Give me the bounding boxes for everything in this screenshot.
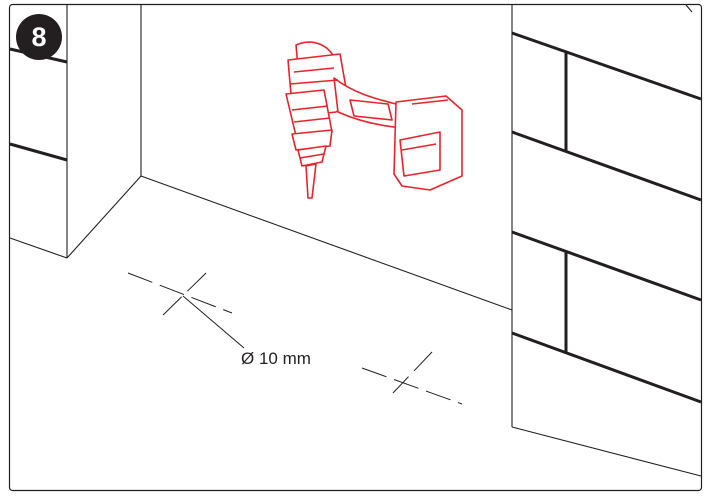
drill-mark-2	[361, 351, 463, 405]
cordless-drill-icon	[285, 41, 463, 199]
step-number-badge: 8	[16, 14, 62, 60]
hole-diameter-label: Ø 10 mm	[241, 349, 311, 368]
back-wall	[140, 5, 513, 311]
drill-marks	[127, 272, 463, 405]
wall-right	[511, 4, 702, 477]
diagram-frame	[8, 3, 703, 492]
drill-mark-1	[127, 272, 233, 319]
wall-left	[9, 5, 142, 259]
dimension-leader	[182, 295, 245, 349]
